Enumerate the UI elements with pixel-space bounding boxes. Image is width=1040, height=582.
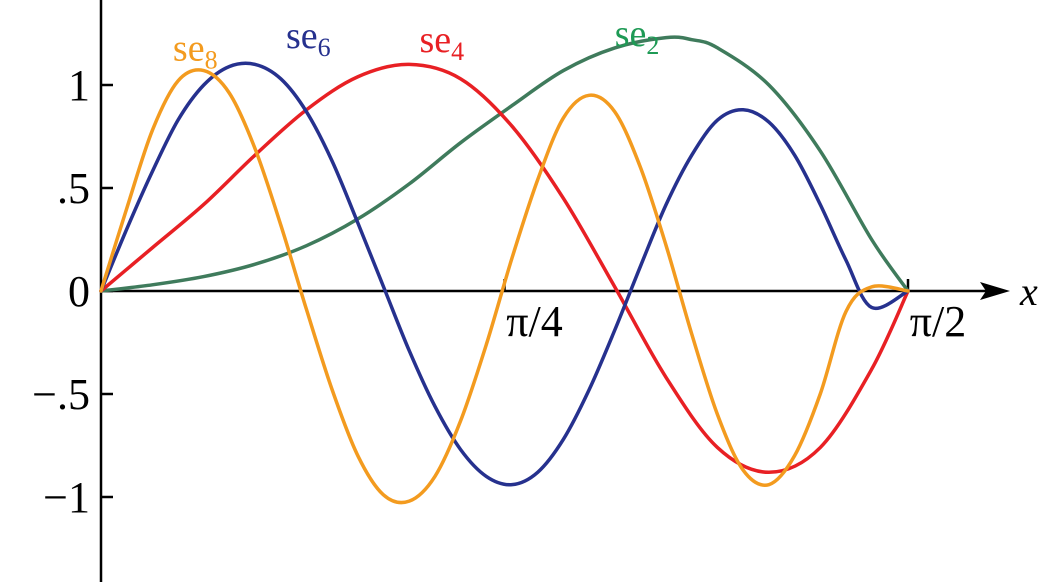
series-line-se8 [99,68,910,505]
series-label-subscript: 8 [205,45,218,74]
series-label-se4: se4 [420,19,465,66]
series-line-se4 [99,62,910,475]
y-tick-label: .5 [57,164,90,213]
series-label-se6: se6 [286,15,331,62]
series-label-subscript: 2 [646,31,659,60]
series-label-subscript: 6 [318,33,331,62]
series-label-base: se [615,13,647,55]
series-group [99,35,910,505]
ticks: 1 .5 0 −.5 −1 π/4 π/2 [32,61,966,522]
x-tick-label: π/4 [506,297,562,346]
series-label-base: se [286,15,318,57]
x-tick-label: π/2 [910,297,966,346]
axes: x [99,0,1038,582]
x-axis-arrowhead [980,282,1010,300]
y-tick-label: 0 [68,267,90,316]
series-line-se2 [99,35,910,293]
series-label-se8: se8 [173,27,218,74]
series-label-base: se [420,19,452,61]
x-axis-title: x [1019,269,1038,314]
series-label-base: se [173,27,205,69]
series-line-se6 [99,61,910,487]
series-label-se2: se2 [615,13,660,60]
series-label-subscript: 4 [451,37,464,66]
y-tick-label: −.5 [32,370,90,419]
y-tick-label: −1 [43,473,90,522]
y-tick-label: 1 [68,61,90,110]
